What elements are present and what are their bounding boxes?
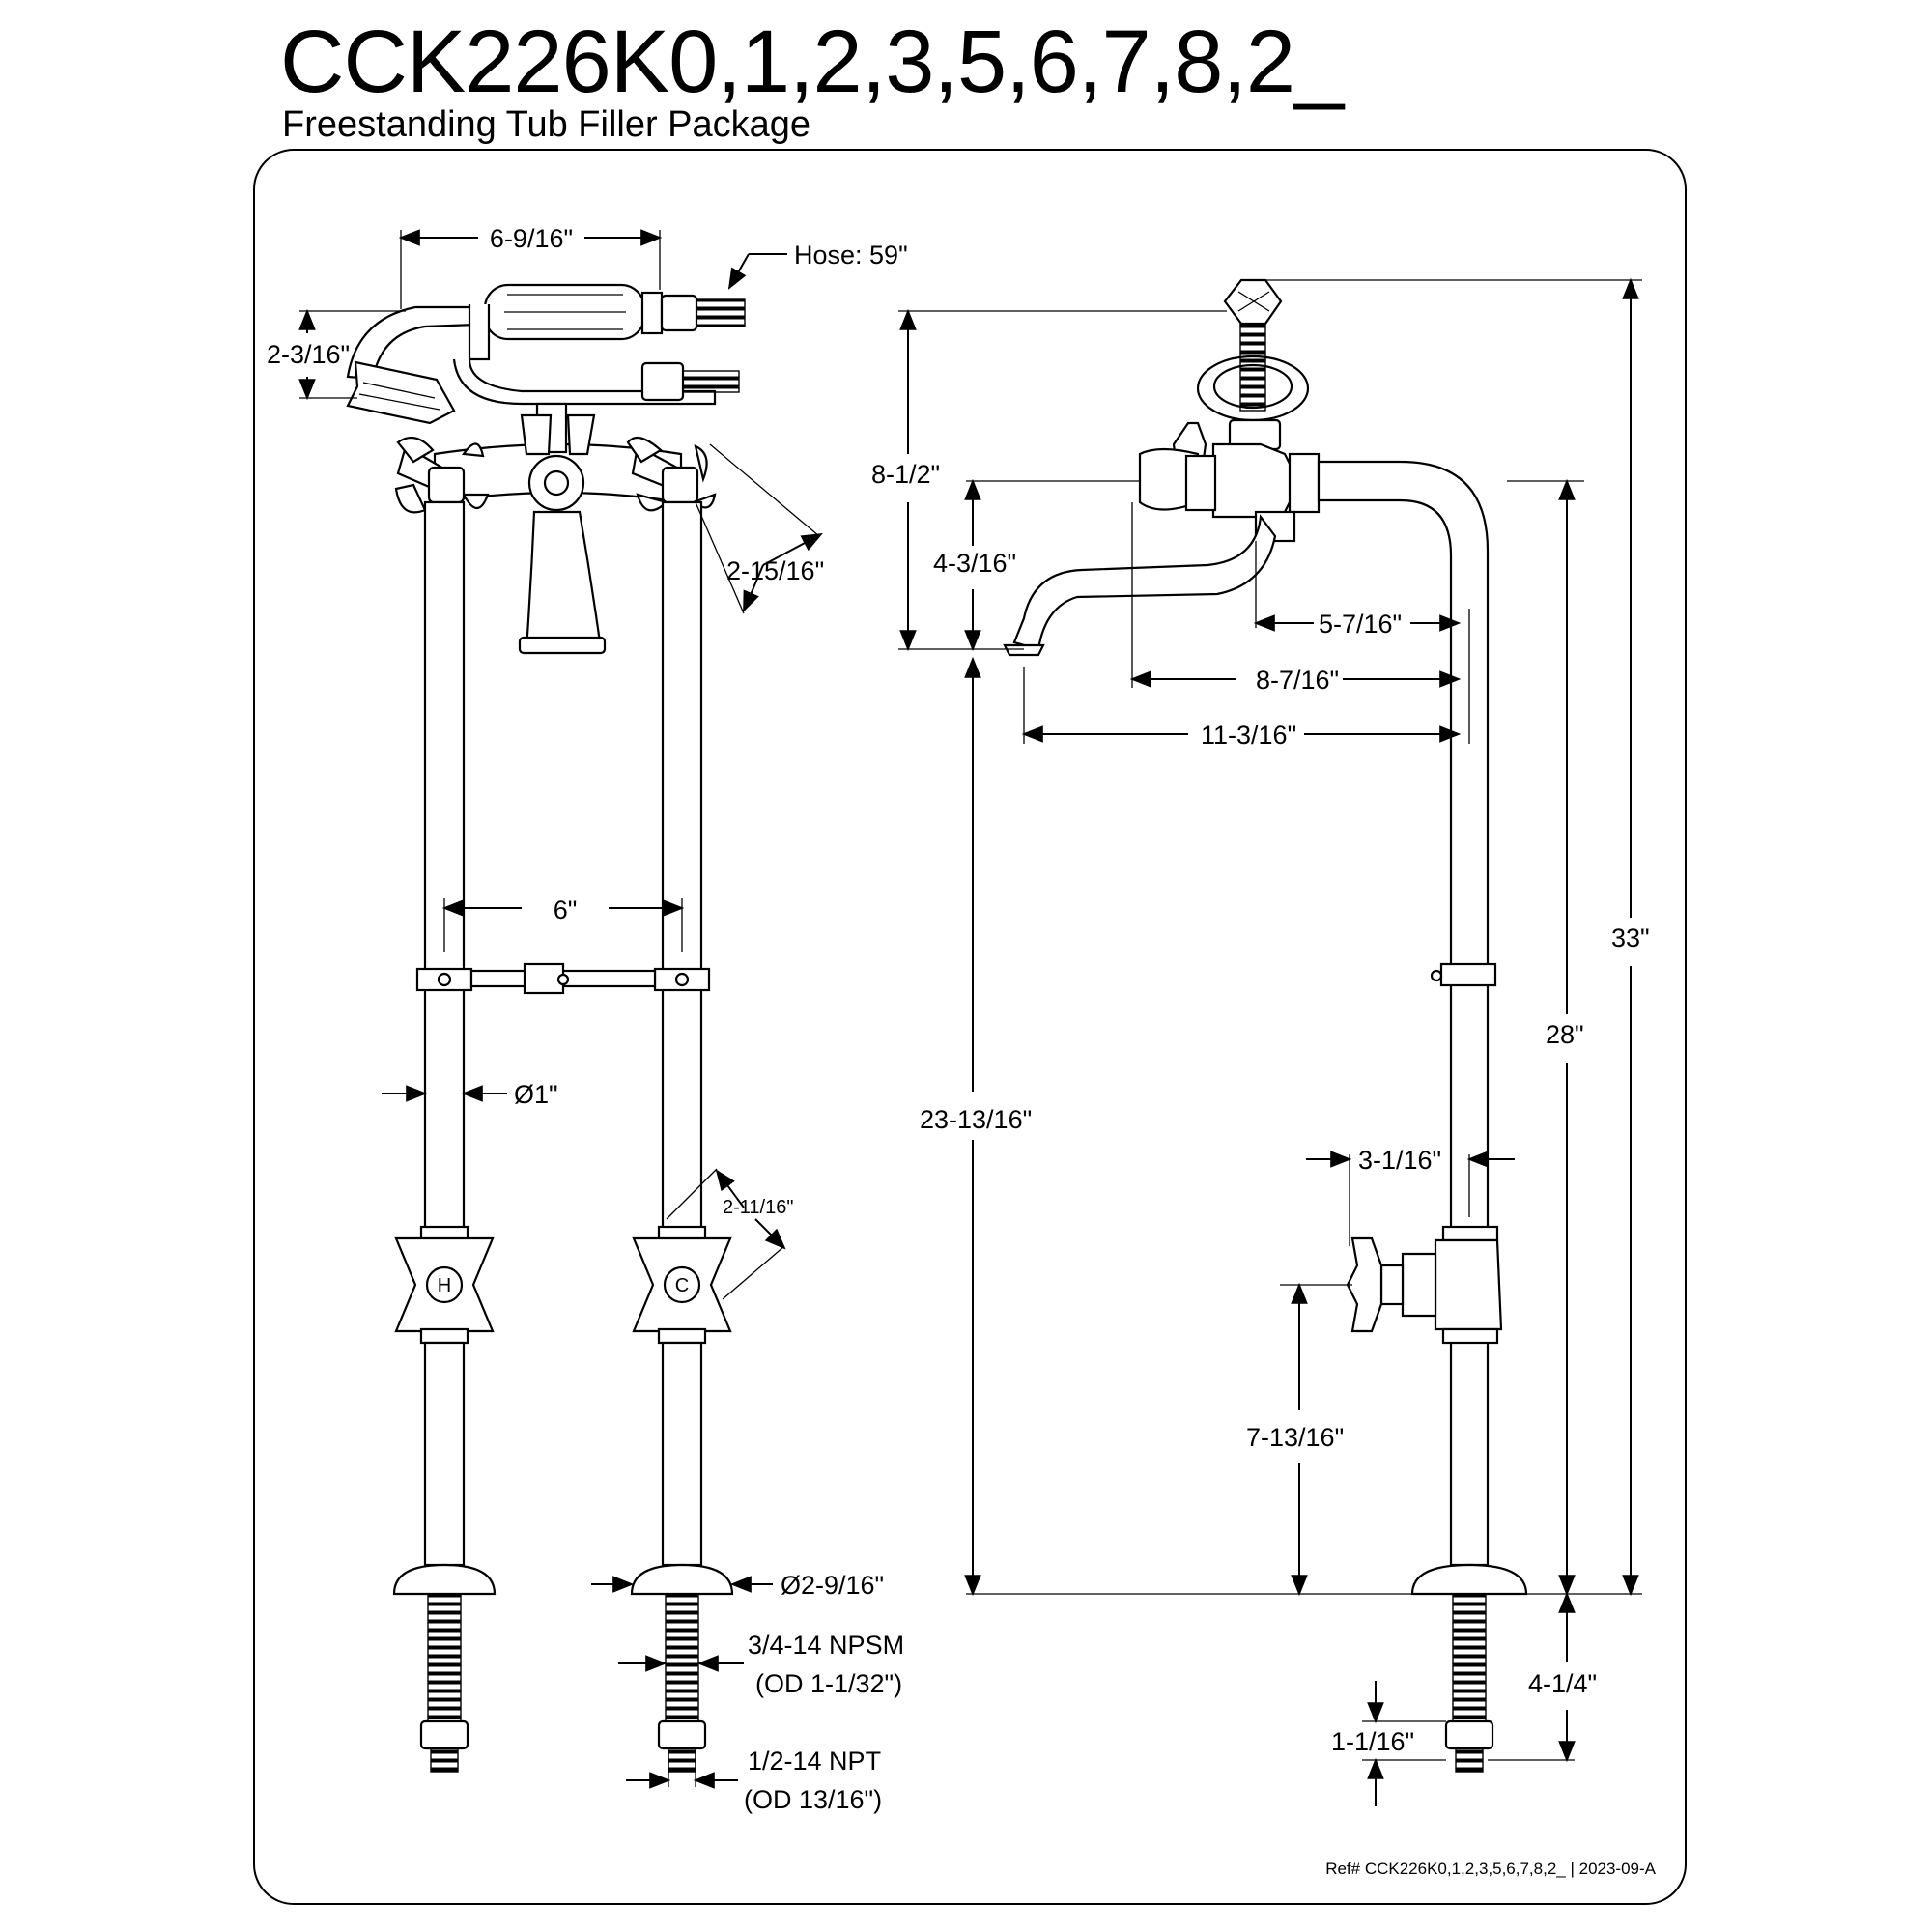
hot-handle-label: H [438,1275,451,1296]
dim-spout-height: 8-1/2" [871,460,940,489]
front-view: H C 6- [267,224,908,1814]
dim-hose: Hose: 59" [794,241,908,270]
dim-handshower-height: 2-3/16" [267,340,350,369]
handshower-cradle [1196,278,1310,451]
side-valve-block [1138,421,1321,543]
side-dimension-lines: 33" 28" 8-1/2" 4-3/16" 23-13/16" [871,277,1650,1806]
dim-flange-diameter: Ø2-9/16" [781,1571,884,1600]
page-subtitle: Freestanding Tub Filler Package [282,104,811,145]
dim-below-floor: 4-1/4" [1528,1669,1597,1698]
dim-total-height: 33" [1611,923,1650,952]
dim-spout-drop: 4-3/16" [933,549,1016,578]
dim-nut-height: 1-1/16" [1331,1727,1414,1756]
dim-npsm-od: (OD 1-1/32") [755,1669,902,1698]
handshower [346,283,746,425]
cold-handle-label: C [675,1275,689,1296]
dim-spout-reach-1: 5-7/16" [1319,610,1402,639]
floor-mounts-front [392,1341,734,1773]
cold-stop-valve: C [632,1225,732,1345]
page-title: CCK226K0,1,2,3,5,6,7,8,2_ [280,13,1344,111]
dim-valve-offset: 3-1/16" [1358,1146,1441,1175]
dim-npt-od: (OD 13/16") [744,1785,882,1814]
side-spout [1003,514,1277,657]
dim-leg-diameter: Ø1" [514,1080,558,1109]
reference-label: Ref# CCK226K0,1,2,3,5,6,7,8,2_ | 2023-09… [1325,1860,1656,1878]
dim-valve-handle: 2-11/16" [723,1197,793,1218]
drawing-frame [253,149,1687,1905]
hot-cross-handle [394,436,490,514]
dim-riser-height: 28" [1546,1020,1584,1049]
hot-stop-valve: H [394,1225,495,1345]
dim-top-width: 6-9/16" [490,224,573,253]
dim-spout-reach-3: 11-3/16" [1201,721,1296,750]
dim-npt-thread: 1/2-14 NPT [748,1747,881,1776]
dim-spout-reach-2: 8-7/16" [1256,666,1339,695]
dim-handle-span: 2-15/16" [726,556,824,585]
front-dimension-lines: 6-9/16" Hose: 59" 2-3/16" 2-15/16" 6" [267,224,908,1814]
cold-cross-handle [626,436,717,512]
dim-spout-to-floor: 23-13/16" [920,1105,1032,1134]
side-view: 33" 28" 8-1/2" 4-3/16" 23-13/16" [871,277,1650,1806]
dim-npsm-thread: 3/4-14 NPSM [748,1631,904,1660]
dim-valve-height: 7-13/16" [1246,1423,1344,1452]
dim-leg-spacing: 6" [554,895,578,924]
supply-legs [415,500,711,1238]
side-riser [1317,460,1528,1773]
